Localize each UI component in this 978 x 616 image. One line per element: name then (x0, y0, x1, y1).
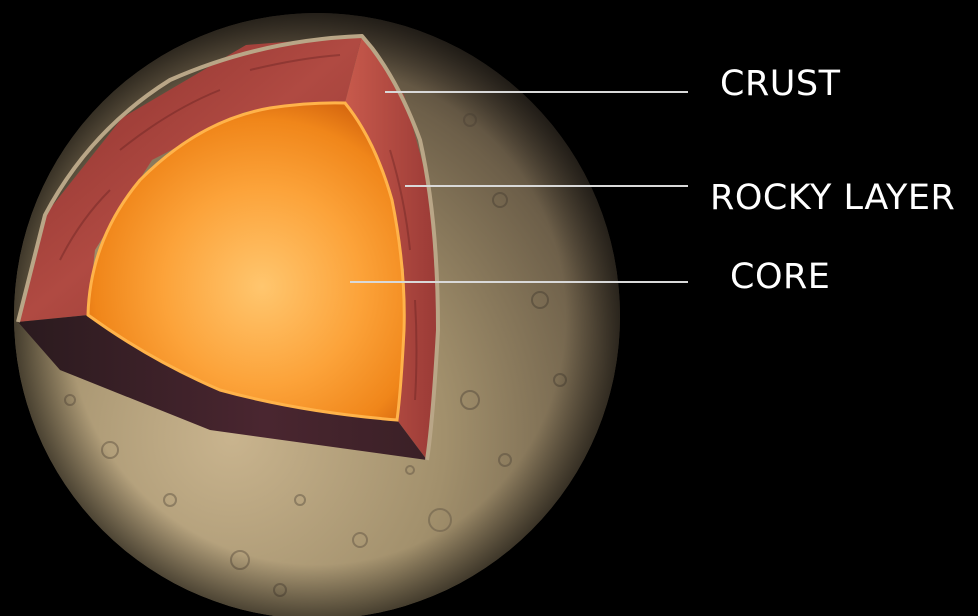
label-crust: CRUST (720, 64, 840, 104)
label-rocky-layer: ROCKY LAYER (710, 178, 955, 218)
label-core: CORE (730, 257, 830, 297)
